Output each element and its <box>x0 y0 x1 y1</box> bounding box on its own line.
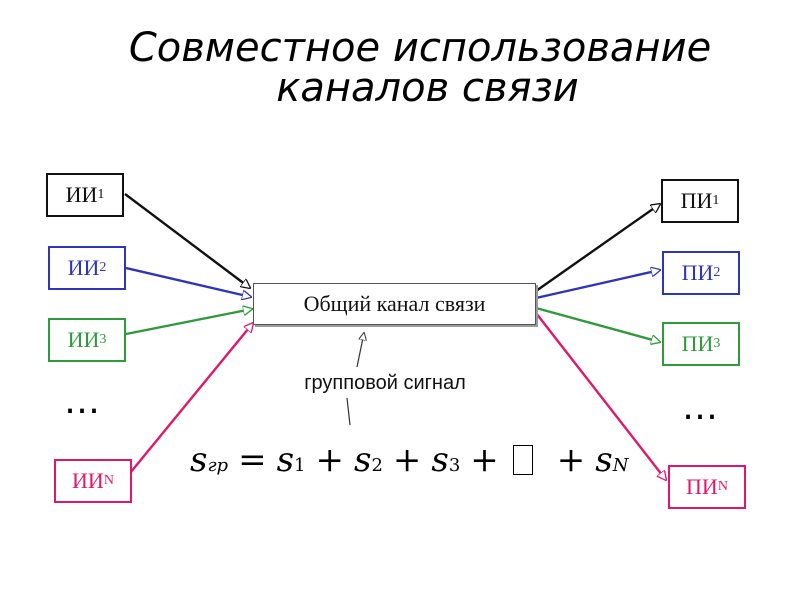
source-box-3-label: ИИ <box>67 327 100 352</box>
shared-channel-box: Общий канал связи <box>253 283 536 325</box>
receiver-box-2-label: ПИ <box>681 260 714 285</box>
source-box-2-sub: 2 <box>99 260 107 275</box>
formula-last-var: s <box>595 440 613 480</box>
arrow-source-n <box>125 323 253 479</box>
receivers-ellipsis: … <box>682 387 724 428</box>
missing-glyph-box <box>512 445 533 475</box>
receiver-box-3-label: ПИ <box>681 331 714 356</box>
formula-term-1-var: s <box>276 440 295 480</box>
receiver-box-n-sub: N <box>717 479 728 494</box>
arrow-receiver-n <box>535 312 666 480</box>
arrow-source-3 <box>125 309 252 336</box>
shared-channel-label: Общий канал связи <box>303 291 486 316</box>
formula-term-2-sub: 2 <box>371 455 383 476</box>
title-line-2: каналов связи <box>276 65 579 111</box>
group-signal-tick <box>346 397 351 426</box>
formula-term-1-sub: 1 <box>294 455 306 476</box>
receiver-box-1-label: ПИ <box>680 188 713 213</box>
source-box-1-sub: 1 <box>97 187 105 202</box>
formula-lhs-var: s <box>190 440 208 480</box>
formula-equals: = <box>238 440 267 480</box>
receiver-box-3-sub: 3 <box>713 336 721 351</box>
arrow-source-1 <box>124 193 250 288</box>
source-box-3-sub: 3 <box>99 332 107 347</box>
receiver-box-2-sub: 2 <box>713 265 721 280</box>
source-box-1-label: ИИ <box>65 182 98 207</box>
source-box-n-sub: N <box>103 473 114 488</box>
formula-plus-1: + <box>315 440 344 480</box>
formula-term-3-var: s <box>431 440 449 480</box>
formula-last-sub: N <box>612 455 629 476</box>
arrow-source-2 <box>125 266 251 297</box>
formula-plus-2: + <box>392 440 422 480</box>
source-box-n-label: ИИ <box>72 468 104 493</box>
formula-term-3-sub: 3 <box>448 455 461 476</box>
group-signal-label: групповой сигнал <box>304 372 466 394</box>
arrow-receiver-2 <box>535 270 660 300</box>
receiver-box-1-sub: 1 <box>712 193 720 208</box>
formula-lhs-sub: гр <box>207 455 229 476</box>
formula-term-2-var: s <box>353 440 372 480</box>
receiver-box-n-label: ПИ <box>686 474 718 499</box>
arrow-receiver-3 <box>535 306 660 342</box>
sources-ellipsis: … <box>64 381 106 422</box>
title-line-1: Совместное использование <box>128 25 712 71</box>
group-signal-pointer <box>356 333 364 368</box>
source-box-2-label: ИИ <box>67 255 100 280</box>
formula-plus-4: + <box>556 440 586 480</box>
arrow-receiver-1 <box>535 204 660 292</box>
formula-plus-3: + <box>470 440 499 480</box>
